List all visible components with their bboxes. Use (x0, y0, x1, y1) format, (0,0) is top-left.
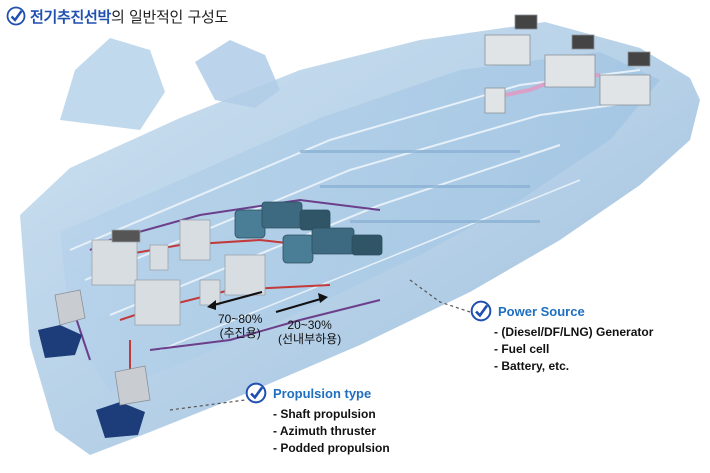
bridge-consoles (484, 14, 651, 114)
generator-sets (234, 201, 383, 264)
power-split-arrows (207, 290, 328, 314)
propulsion-type-callout: Propulsion type - Shaft propulsion - Azi… (245, 382, 390, 457)
propulsion-type-item: - Shaft propulsion (273, 407, 376, 421)
propulsion-share-percent: 70~80% (218, 312, 263, 326)
propulsion-share-label: 70~80% (추진용) (218, 312, 262, 340)
thruster-units (38, 289, 151, 438)
switchboard-cabinets (91, 219, 266, 326)
check-icon (245, 382, 267, 404)
power-source-callout: Power Source - (Diesel/DF/LNG) Generator… (470, 300, 653, 375)
hotel-share-label: 20~30% (선내부하용) (278, 318, 341, 346)
power-source-item: - (Diesel/DF/LNG) Generator (494, 325, 654, 339)
leader-lines (169, 279, 471, 411)
power-source-item: - Fuel cell (494, 342, 550, 356)
title-rest: 의 일반적인 구성도 (111, 7, 228, 26)
propulsion-type-heading: Propulsion type (273, 385, 372, 401)
propulsion-type-item: - Podded propulsion (273, 441, 390, 455)
check-icon (470, 300, 492, 322)
title-highlight: 전기추진선박 (30, 7, 112, 26)
hotel-share-percent: 20~30% (287, 318, 332, 332)
check-icon (6, 6, 26, 26)
power-source-item: - Battery, etc. (494, 359, 570, 373)
hotel-share-text: (선내부하용) (278, 332, 342, 346)
power-source-heading: Power Source (498, 303, 585, 319)
propulsion-type-item: - Azimuth thruster (273, 424, 376, 438)
propulsion-share-text: (추진용) (219, 326, 261, 340)
